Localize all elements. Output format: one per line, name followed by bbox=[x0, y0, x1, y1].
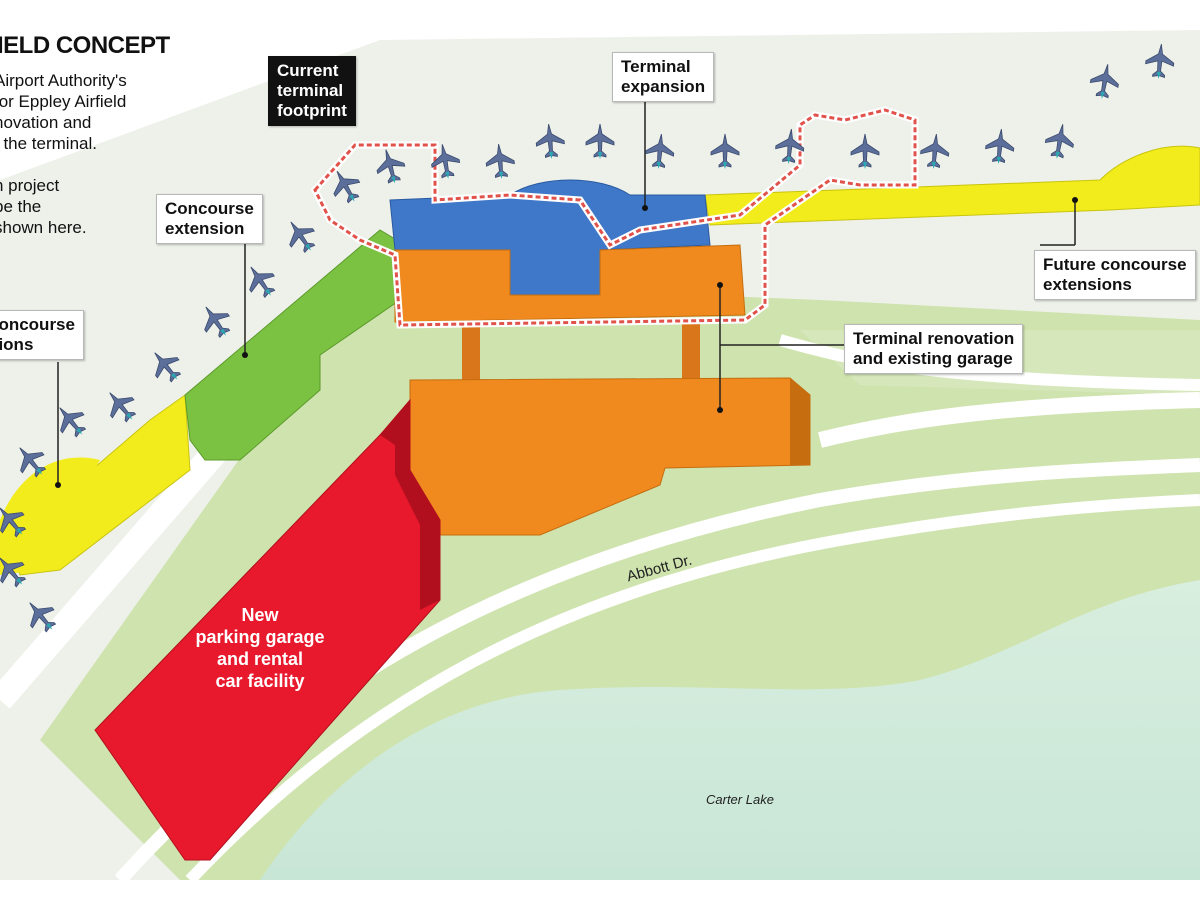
leader-lines bbox=[57, 98, 1076, 485]
current-terminal-footprint-outline bbox=[313, 108, 917, 327]
future-concourse-left-callout: concourse sions bbox=[0, 310, 84, 360]
carter-lake-label: Carter Lake bbox=[706, 792, 774, 807]
carter-lake bbox=[260, 580, 1200, 880]
intro-line: be the bbox=[0, 197, 42, 216]
garage-label-line: and rental bbox=[216, 649, 304, 669]
terminal-renovation-callout: Terminal renovation and existing garage bbox=[844, 324, 1024, 374]
intro-line: l bbox=[0, 154, 127, 175]
callout-line: terminal bbox=[277, 81, 344, 100]
callout-line: Terminal renovation bbox=[853, 329, 1015, 348]
garage-label-line: New bbox=[241, 605, 279, 625]
intro-text: Airport Authority's for Eppley Airfield … bbox=[0, 70, 127, 238]
callout-line: expansion bbox=[621, 77, 706, 96]
future-concourse-right bbox=[704, 145, 1200, 226]
callout-line: Terminal bbox=[621, 57, 691, 76]
page-title: RFIELD CONCEPT bbox=[0, 32, 170, 59]
future-concourse-right-callout: Future concourse extensions bbox=[1034, 250, 1196, 300]
concourse-extension bbox=[184, 229, 406, 461]
new-garage-label: New parking garage and rental car facili… bbox=[175, 604, 345, 692]
concourse-extension-callout: Concourse extension bbox=[156, 194, 263, 244]
new-parking-garage-side bbox=[380, 400, 440, 610]
current-footprint-callout: Current terminal footprint bbox=[268, 56, 356, 126]
leader-dots bbox=[55, 197, 1078, 488]
intro-line: Airport Authority's bbox=[0, 71, 127, 90]
connector-left bbox=[462, 322, 480, 382]
callout-line: sions bbox=[0, 335, 34, 354]
road-lane bbox=[185, 494, 1200, 885]
callout-line: footprint bbox=[277, 101, 347, 120]
access-road bbox=[818, 392, 1200, 448]
intro-line: f the terminal. bbox=[0, 134, 97, 153]
callout-line: extensions bbox=[1043, 275, 1132, 294]
garage-label-line: parking garage bbox=[195, 627, 325, 647]
garage-label-line: car facility bbox=[215, 671, 305, 691]
callout-line: extension bbox=[165, 219, 245, 238]
intro-line: for Eppley Airfield bbox=[0, 92, 127, 111]
terminal-renovation bbox=[394, 244, 746, 323]
intro-line: n project bbox=[0, 176, 60, 195]
callout-line: Future concourse bbox=[1043, 255, 1187, 274]
existing-garage-side bbox=[790, 378, 810, 465]
intro-line: shown here. bbox=[0, 218, 87, 237]
callout-line: and existing garage bbox=[853, 349, 1013, 368]
callout-line: concourse bbox=[0, 315, 75, 334]
terminal-expansion-callout: Terminal expansion bbox=[612, 52, 715, 102]
callout-line: Concourse bbox=[165, 199, 254, 218]
callout-line: Current bbox=[277, 61, 339, 80]
existing-garage bbox=[409, 377, 811, 536]
intro-line: novation and bbox=[0, 113, 92, 132]
future-concourse-left-cap bbox=[0, 457, 100, 575]
connector-right bbox=[682, 322, 700, 382]
